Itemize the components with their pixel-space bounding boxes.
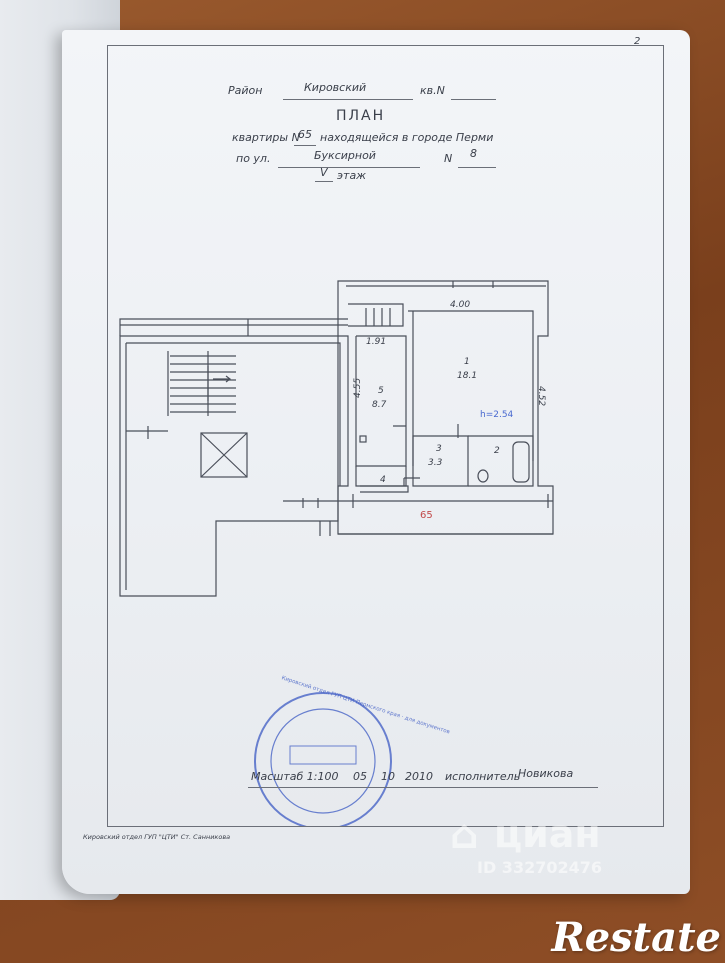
document-sheet: 2 Район Кировский кв.N ПЛАН квартиры N 6…: [62, 30, 690, 894]
street-underline: [278, 167, 420, 168]
apt-label: квартиры N: [232, 131, 300, 144]
ceiling-height: h=2.54: [480, 410, 514, 420]
elevator: [200, 432, 248, 478]
page-number: 2: [634, 36, 641, 47]
cian-watermark: циан: [494, 812, 601, 856]
stamp-text: Кировский отдел ГУП ЦТИ Пермского края ·…: [281, 674, 451, 735]
cian-logo-icon: ⌂: [450, 812, 479, 858]
date-day: 05: [353, 770, 367, 783]
room5-area: 8.7: [372, 400, 387, 410]
location-text: находящейся в городе Перми: [320, 131, 494, 144]
stair-steps: [170, 355, 236, 416]
document-frame: Район Кировский кв.N ПЛАН квартиры N 65 …: [83, 45, 664, 841]
office-text: Кировский отдел ГУП "ЦТИ" Ст. Санникова: [83, 833, 231, 841]
restate-logo: Restate: [551, 914, 721, 961]
district-value: Кировский: [304, 81, 367, 94]
house-value: 8: [470, 147, 477, 160]
house-underline: [458, 167, 496, 168]
dim-room1-length: 4.52: [536, 386, 546, 406]
district-label: Район: [228, 84, 263, 97]
room2-number: 2: [494, 446, 500, 456]
house-label: N: [444, 152, 453, 165]
cian-id-watermark: ID 332702476: [477, 858, 602, 877]
plan-title: ПЛАН: [336, 108, 386, 124]
room3-area: 3.3: [428, 458, 443, 468]
executor-name: Новикова: [518, 767, 574, 780]
dim-room1-width: 4.00: [450, 300, 470, 310]
kv-underline: [451, 99, 496, 100]
dim-room5-width: 1.91: [366, 337, 386, 347]
official-stamp: [254, 692, 392, 826]
date-year: 2010: [405, 770, 433, 783]
apartment-outline: [337, 280, 554, 535]
floor-plan: 4.00 1.91 4.55 4.52 1 18.1 5 8.7 3 3.3 2…: [119, 280, 554, 826]
room4-number: 4: [380, 475, 386, 485]
footer-underline: [248, 787, 598, 788]
scale-label: Масштаб 1:100: [251, 770, 339, 783]
floor-underline: [315, 181, 333, 182]
street-label: по ул.: [236, 152, 271, 165]
room3-number: 3: [436, 444, 442, 454]
toilet: [477, 469, 489, 483]
room5-number: 5: [378, 386, 384, 396]
floor-label: этаж: [337, 169, 367, 182]
room1-area: 18.1: [457, 371, 477, 381]
district-underline: [283, 99, 413, 100]
floor-value: V: [320, 166, 328, 179]
apt-value: 65: [298, 128, 312, 141]
executor-label: исполнитель: [445, 770, 521, 783]
date-month: 10: [381, 770, 395, 783]
bathtub: [512, 441, 530, 483]
dim-room5-length: 4.55: [353, 378, 363, 398]
room1-number: 1: [464, 357, 470, 367]
stairwell-outline: [119, 335, 349, 597]
street-value: Буксирной: [314, 149, 376, 162]
kv-label: кв.N: [420, 84, 445, 97]
apartment-mark: 65: [420, 510, 433, 521]
apt-underline: [294, 145, 316, 146]
